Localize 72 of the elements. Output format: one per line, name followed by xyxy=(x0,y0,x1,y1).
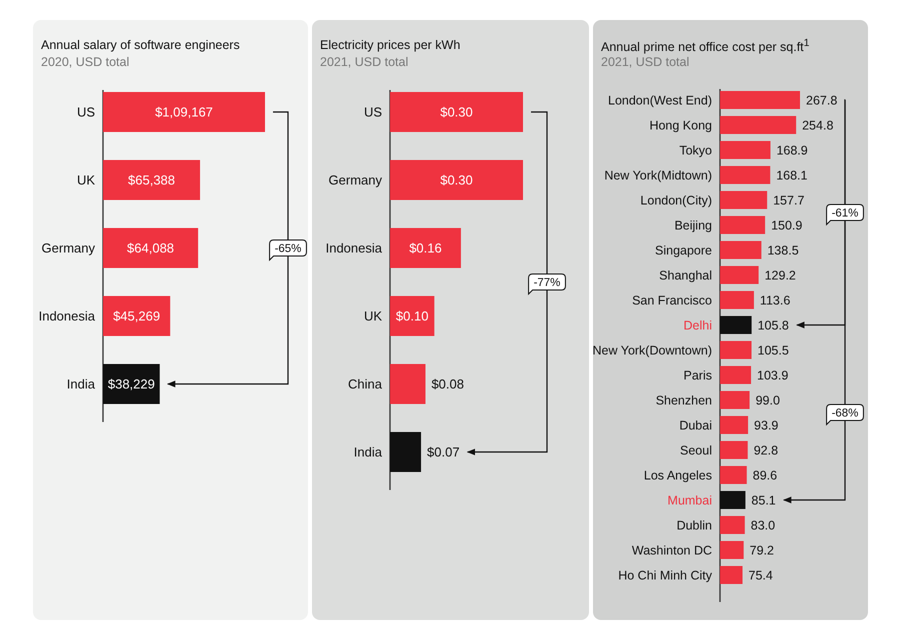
value-label: 79.2 xyxy=(750,544,774,558)
category-label: Indonesia xyxy=(38,308,95,324)
value-label: 168.9 xyxy=(776,144,808,158)
value-label: 267.8 xyxy=(806,94,838,108)
category-label: Singapore xyxy=(655,244,712,258)
callout-label: -68% xyxy=(826,404,864,425)
category-label: Delhi xyxy=(684,318,712,332)
category-label: Germany xyxy=(328,172,382,188)
value-label: 75.4 xyxy=(748,568,773,582)
category-label: Tokyo xyxy=(679,144,712,158)
value-label: $0.10 xyxy=(396,308,428,324)
category-label: San Francisco xyxy=(632,294,712,308)
category-label: UK xyxy=(76,172,95,188)
value-label: $0.30 xyxy=(440,104,473,120)
category-label: New York(Downtown) xyxy=(592,344,712,358)
value-label: 157.7 xyxy=(773,194,804,208)
category-label: UK xyxy=(364,308,382,324)
category-label: Los Angeles xyxy=(644,468,712,482)
category-label: Ho Chi Minh City xyxy=(618,568,712,582)
value-label: 254.8 xyxy=(802,118,834,132)
chart-subtitle: 2021, USD total xyxy=(320,55,408,69)
category-label: London(City) xyxy=(640,194,712,208)
category-label: Indonesia xyxy=(326,240,382,256)
chart-title: Annual salary of software engineers xyxy=(41,38,240,52)
value-label: 99.0 xyxy=(756,394,780,408)
category-label: Beijing xyxy=(674,218,712,232)
value-label: 113.6 xyxy=(760,294,790,308)
callout-label: -61% xyxy=(826,204,864,225)
category-label: US xyxy=(76,104,95,120)
category-label: India xyxy=(66,376,95,392)
category-label: Washinton DC xyxy=(632,544,712,558)
category-label: London(West End) xyxy=(608,94,712,108)
category-label: Dublin xyxy=(676,518,712,532)
category-label: Germany xyxy=(42,240,95,256)
value-label: $64,088 xyxy=(127,240,174,256)
value-label: $45,269 xyxy=(113,308,160,324)
category-label: US xyxy=(364,104,382,120)
value-label: $38,229 xyxy=(108,376,155,392)
value-label: 168.1 xyxy=(776,168,808,182)
category-label: Mumbai xyxy=(668,494,712,508)
value-label: $65,388 xyxy=(128,172,176,188)
category-label: Shenzhen xyxy=(656,394,712,408)
value-label: $0.08 xyxy=(431,376,464,392)
value-label: $1,09,167 xyxy=(155,104,213,120)
value-label: 103.9 xyxy=(757,368,788,382)
value-label: $0.07 xyxy=(427,444,460,460)
value-label: 85.1 xyxy=(751,494,776,508)
category-label: Shanghal xyxy=(659,268,712,282)
category-label: China xyxy=(348,376,382,392)
value-label: 105.8 xyxy=(758,318,789,332)
chart-title: Electricity prices per kWh xyxy=(320,38,460,52)
category-label: New York(Midtown) xyxy=(604,168,712,182)
category-label: India xyxy=(354,444,382,460)
value-label: $0.30 xyxy=(440,172,473,188)
value-label: 150.9 xyxy=(771,218,802,232)
value-label: 93.9 xyxy=(754,418,778,432)
category-label: Hong Kong xyxy=(649,118,712,132)
value-label: $0.16 xyxy=(409,240,442,256)
value-label: 138.5 xyxy=(767,244,799,258)
value-label: 129.2 xyxy=(764,268,796,282)
chart-title: Annual prime net office cost per sq.ft$^{1}$ xyxy=(601,38,810,54)
value-label: 83.0 xyxy=(750,518,776,532)
chart-subtitle: 2020, USD total xyxy=(41,55,130,69)
callout-label: -65% xyxy=(269,240,307,260)
value-label: 105.5 xyxy=(758,344,789,358)
value-label: 89.6 xyxy=(752,468,778,482)
callout-label: -77% xyxy=(528,274,566,294)
value-label: 92.8 xyxy=(754,444,778,458)
category-label: Seoul xyxy=(680,444,712,458)
chart-subtitle: 2021, USD total xyxy=(601,55,690,69)
category-label: Dubai xyxy=(679,418,712,432)
category-label: Paris xyxy=(684,368,712,382)
